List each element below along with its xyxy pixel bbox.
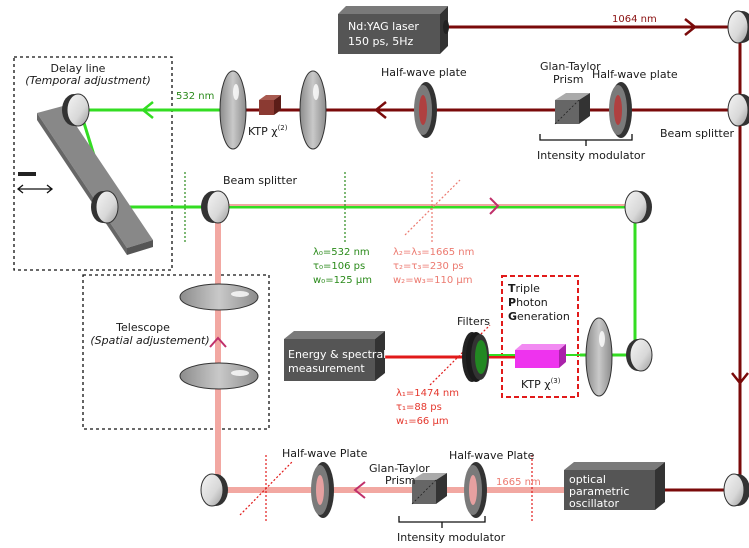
svg-text:τ₂=τ₃=230 ps: τ₂=τ₃=230 ps	[393, 261, 464, 272]
telescope-box	[82, 274, 270, 430]
half-wave-plate-top-left	[414, 82, 437, 138]
intensity-modulator-bottom-label: Intensity modulator	[397, 531, 506, 544]
laser-line1: Nd:YAG laser	[348, 20, 419, 33]
delay-line-box	[13, 56, 173, 271]
glan-taylor-top-line1: Glan-Taylor	[540, 60, 601, 73]
beam-splitter-left-label: Beam splitter	[223, 174, 297, 187]
ktp3-crystal	[515, 344, 566, 368]
ktp2-label: KTP χ(2)	[248, 124, 288, 138]
filters	[462, 332, 489, 382]
beam-1064-arrows	[373, 18, 749, 386]
mirror-green-bottom	[626, 338, 653, 372]
svg-text:w₂=w₃=110 μm: w₂=w₃=110 μm	[393, 275, 473, 286]
energy-spectral-box: Energy & spectral measurement	[284, 331, 386, 381]
svg-text:λ₁=1474 nm: λ₁=1474 nm	[396, 388, 459, 399]
mirror-green-right	[624, 190, 652, 224]
beam-splitter-right-label: Beam splitter	[660, 127, 734, 140]
glan-taylor-prism-top	[554, 93, 590, 125]
svg-text:λ₀=532 nm: λ₀=532 nm	[313, 247, 370, 258]
svg-text:τ₁=88 ps: τ₁=88 ps	[396, 402, 442, 413]
half-wave-plate-bottom-right-label: Half-wave Plate	[449, 449, 535, 462]
filters-label: Filters	[457, 315, 490, 328]
beam-532-arrow	[140, 101, 154, 119]
mirror-bottom-left	[200, 473, 228, 507]
beam-1665	[215, 204, 635, 493]
half-wave-plate-bottom-left-label: Half-wave Plate	[282, 447, 368, 460]
svg-text:Triple: Triple	[508, 282, 540, 295]
delay-line-stage	[16, 93, 153, 255]
glan-taylor-prism-bottom	[411, 473, 447, 505]
svg-text:w₁=66 μm: w₁=66 μm	[396, 416, 449, 427]
params-pink: λ₂=λ₃=1665 nm τ₂=τ₃=230 ps w₂=w₃=110 μm	[393, 247, 474, 286]
polarization-arrows	[184, 172, 533, 522]
intensity-modulator-top-label: Intensity modulator	[537, 149, 646, 162]
svg-text:Energy & spectral: Energy & spectral	[288, 348, 386, 361]
tpg-box	[501, 275, 579, 398]
lens-top-right	[299, 70, 327, 150]
ktp2-crystal	[259, 95, 281, 115]
beam-splitter-right	[727, 93, 749, 127]
delay-line-title: Delay line	[51, 62, 106, 75]
ktp3-label: KTP χ(3)	[521, 377, 561, 391]
delay-line-subtitle: (Temporal adjustment)	[25, 74, 151, 87]
params-green: λ₀=532 nm τ₀=106 ps w₀=125 μm	[313, 247, 372, 286]
telescope-lens-top	[179, 283, 259, 311]
telescope-title: Telescope	[115, 321, 170, 334]
lens-tpg	[585, 317, 613, 397]
glan-taylor-top-line2: Prism	[553, 73, 583, 86]
params-red: λ₁=1474 nm τ₁=88 ps w₁=66 μm	[396, 388, 459, 427]
glan-taylor-bottom-line2: Prism	[385, 474, 415, 487]
beam-splitter-left	[201, 190, 230, 224]
svg-text:oscillator: oscillator	[569, 497, 619, 510]
glan-taylor-bottom-line1: Glan-Taylor	[369, 462, 430, 475]
telescope-subtitle: (Spatial adjustement)	[90, 334, 209, 347]
lens-top-left	[219, 70, 247, 150]
label-1665nm: 1665 nm	[496, 477, 541, 488]
half-wave-plate-top-left-label: Half-wave plate	[381, 66, 467, 79]
half-wave-plate-top-right-label: Half-wave plate	[592, 68, 678, 81]
svg-text:measurement: measurement	[288, 362, 365, 375]
label-532nm: 532 nm	[176, 91, 214, 102]
svg-text:Photon: Photon	[508, 296, 548, 309]
svg-text:optical: optical	[569, 473, 606, 486]
half-wave-plate-top-right	[609, 82, 632, 138]
mirror-top-right	[727, 10, 749, 44]
svg-text:λ₂=λ₃=1665 nm: λ₂=λ₃=1665 nm	[393, 247, 474, 258]
svg-text:w₀=125 μm: w₀=125 μm	[313, 275, 372, 286]
telescope-lens-bottom	[179, 362, 259, 390]
beam-1665-arrows	[209, 197, 500, 499]
half-wave-plate-bottom-right	[464, 462, 487, 518]
nd-yag-laser: Nd:YAG laser 150 ps, 5Hz	[338, 6, 449, 54]
svg-text:parametric: parametric	[569, 485, 629, 498]
intensity-modulator-top-bracket	[539, 134, 633, 146]
laser-line2: 150 ps, 5Hz	[348, 35, 413, 48]
label-1064nm: 1064 nm	[612, 14, 657, 25]
tpg-label: Triple Photon Generation	[508, 282, 570, 323]
svg-text:Generation: Generation	[508, 310, 570, 323]
intensity-modulator-bottom-bracket	[398, 516, 486, 528]
svg-text:τ₀=106 ps: τ₀=106 ps	[313, 261, 365, 272]
mirror-bottom-right	[723, 473, 749, 507]
half-wave-plate-bottom-left	[311, 462, 334, 518]
